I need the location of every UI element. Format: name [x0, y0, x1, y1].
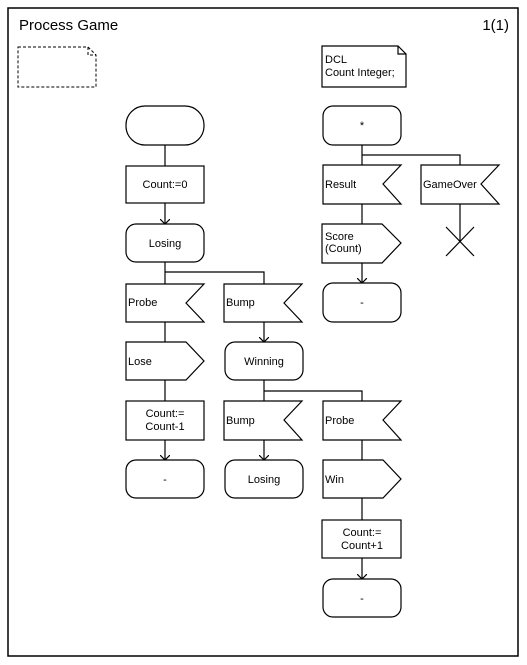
svg-text:Winning: Winning [244, 356, 284, 368]
svg-text:Count-1: Count-1 [145, 421, 184, 433]
svg-text:(Count): (Count) [325, 243, 362, 255]
nextstate-losing: Losing [224, 459, 304, 499]
page-number: 1(1) [482, 17, 509, 34]
output-score: Score (Count) [321, 223, 402, 264]
state-winning: Winning [224, 341, 304, 381]
input-result: Result [322, 164, 403, 205]
branch-line [361, 145, 461, 165]
dcl-declaration: Count Integer; [325, 67, 395, 79]
svg-text:Bump: Bump [226, 415, 255, 427]
svg-text:Probe: Probe [325, 415, 354, 427]
nextstate-dash-left: - [125, 459, 205, 499]
svg-text:Count:=: Count:= [146, 408, 185, 420]
dcl-keyword: DCL [325, 54, 347, 66]
svg-text:*: * [360, 120, 365, 132]
input-bump-winning: Bump [223, 400, 304, 441]
task-count-decrement: Count:= Count-1 [125, 400, 205, 441]
svg-text:Count+1: Count+1 [341, 540, 383, 552]
diagram-frame [7, 7, 519, 657]
task-count-init: Count:=0 [125, 165, 205, 204]
input-bump: Bump [223, 283, 304, 323]
svg-text:Result: Result [325, 179, 356, 191]
state-losing: Losing [125, 223, 205, 263]
svg-text:-: - [163, 474, 167, 486]
svg-text:Win: Win [325, 474, 344, 486]
stop-symbol [445, 226, 475, 257]
svg-text:Count:=: Count:= [343, 527, 382, 539]
branch-line [164, 262, 265, 284]
svg-text:Bump: Bump [226, 297, 255, 309]
input-probe: Probe [125, 283, 206, 323]
output-win: Win [322, 459, 402, 499]
svg-text:Lose: Lose [128, 356, 152, 368]
task-count-increment: Count:= Count+1 [321, 519, 402, 559]
dcl-text-symbol: DCL Count Integer; [321, 45, 407, 88]
svg-text:Losing: Losing [248, 474, 280, 486]
nextstate-dash-win: - [322, 578, 402, 618]
input-probe-winning: Probe [322, 400, 403, 441]
svg-text:-: - [360, 593, 364, 605]
svg-text:GameOver: GameOver [423, 179, 477, 191]
empty-text-symbol [17, 46, 97, 88]
diagram-title: Process Game [19, 17, 118, 34]
input-gameover: GameOver [420, 164, 501, 205]
start-symbol [125, 105, 205, 146]
branch-line [263, 380, 363, 401]
output-lose: Lose [125, 341, 205, 381]
svg-text:Count:=0: Count:=0 [143, 179, 188, 191]
nextstate-dash-result: - [322, 282, 402, 323]
svg-text:Losing: Losing [149, 238, 181, 250]
svg-text:Score: Score [325, 231, 354, 243]
state-asterisk: * [322, 105, 402, 146]
svg-text:-: - [360, 297, 364, 309]
svg-text:Probe: Probe [128, 297, 157, 309]
